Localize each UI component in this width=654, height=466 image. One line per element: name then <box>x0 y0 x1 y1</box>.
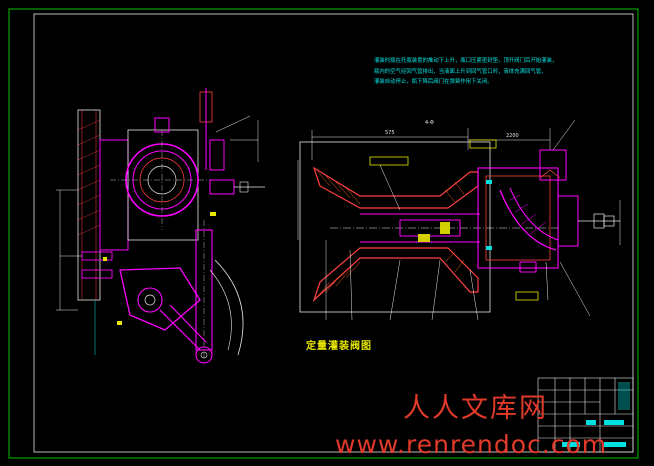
funnel-section <box>312 166 479 209</box>
dim-length-left: 575 <box>385 130 395 136</box>
watermark-url: www.renrendoc.com <box>335 430 608 459</box>
drawing-caption: 定量灌装阀图 <box>306 341 372 352</box>
technical-notes: 灌装时瓶在托瓶装置的推动下上升，瓶口压紧密封垫，顶开阀门后开始灌装， 瓶内的空气… <box>374 56 614 88</box>
dim-length-right: 2200 <box>506 133 519 139</box>
drawing-outer-border <box>8 8 639 459</box>
left-side-view <box>56 88 265 364</box>
watermark-logo-text: 人人文库网 <box>403 393 548 424</box>
note-line-2: 瓶内的空气经回气管排出，当液面上升到回气管口时，液体充满回气管， <box>374 68 547 75</box>
note-line-3: 灌装自动停止，瓶下降后阀门在弹簧作用下关闭。 <box>374 79 493 85</box>
right-section-view <box>297 119 621 321</box>
drawing-inner-border <box>33 13 634 453</box>
title-block <box>537 377 634 453</box>
note-line-1: 灌装时瓶在托瓶装置的推动下上升，瓶口压紧密封垫，顶开阀门后开始灌装， <box>374 58 558 64</box>
dim-hole-spec: 4-Φ <box>425 120 434 126</box>
